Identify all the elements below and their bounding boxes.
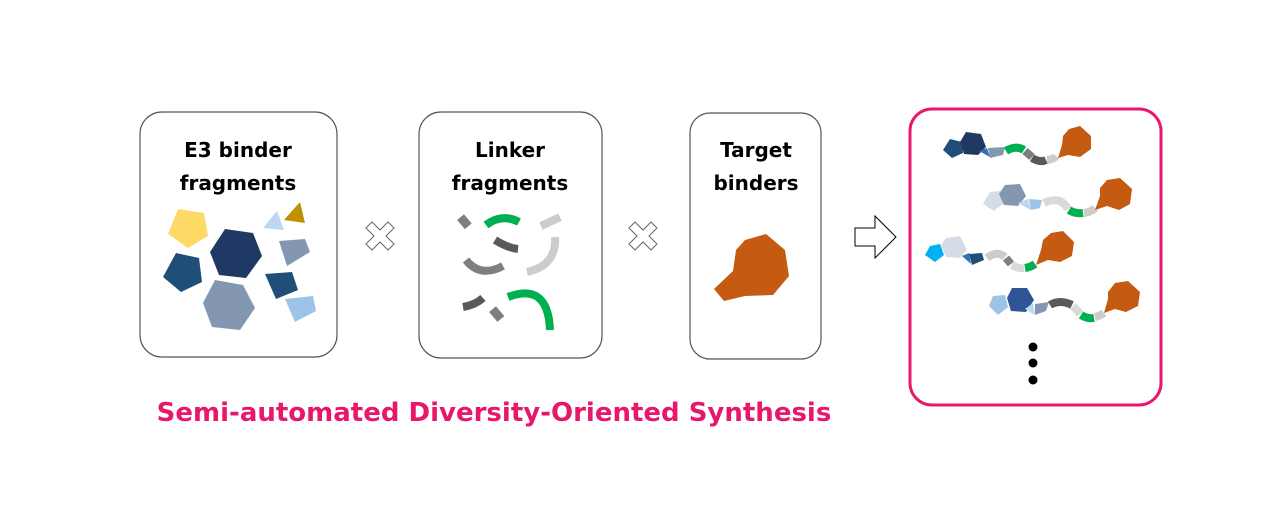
blue-quad — [265, 272, 298, 299]
linker-title-line2: fragments — [452, 171, 568, 195]
multiply-icon — [365, 221, 395, 251]
protac-molecule — [943, 126, 1091, 166]
gray-hexagon — [203, 280, 255, 330]
e3-binder-panel: E3 binder fragments — [139, 111, 338, 358]
protac-molecule — [989, 281, 1140, 323]
protac-molecule — [925, 231, 1074, 273]
e3-title-line2: fragments — [180, 171, 296, 195]
green-arc-linker — [483, 214, 521, 229]
linker-block — [457, 214, 472, 230]
caption: Semi-automated Diversity-Oriented Synthe… — [157, 398, 832, 428]
target-title-line2: binders — [713, 171, 798, 195]
linker-title-line1: Linker — [475, 138, 545, 162]
e3-title-line1: E3 binder — [184, 138, 292, 162]
ellipsis-dot — [1028, 342, 1038, 352]
ellipsis-dot — [1028, 375, 1038, 385]
target-title-line1: Target — [720, 138, 792, 162]
dark-short-linker — [462, 294, 486, 311]
library-panel-box — [908, 107, 1163, 407]
multiply-icon — [628, 221, 658, 251]
green-big-arc-linker — [506, 289, 554, 331]
gold-triangle — [284, 202, 305, 223]
linker-block-2 — [489, 306, 505, 322]
yellow-pentagon — [168, 209, 208, 248]
target-panel: Target binders — [689, 112, 822, 360]
protac-molecule — [983, 178, 1132, 218]
blue-pentagon — [163, 253, 202, 292]
target-binder-shape — [714, 234, 789, 301]
navy-hexagon — [210, 229, 262, 278]
gray-quad — [279, 239, 310, 266]
gray-arc-linker — [539, 213, 562, 230]
gray-curve-linker — [462, 257, 505, 275]
lightblue-quad — [285, 296, 316, 322]
library-panel — [908, 107, 1163, 407]
light-triangle — [263, 211, 284, 230]
linker-panel: Linker fragments — [418, 111, 603, 359]
dark-arc-linker — [492, 236, 519, 253]
ellipsis-dot — [1028, 358, 1038, 368]
right-arrow-icon — [854, 214, 897, 260]
lightgray-curve-linker — [525, 236, 560, 276]
linker-panel-box — [418, 111, 603, 359]
